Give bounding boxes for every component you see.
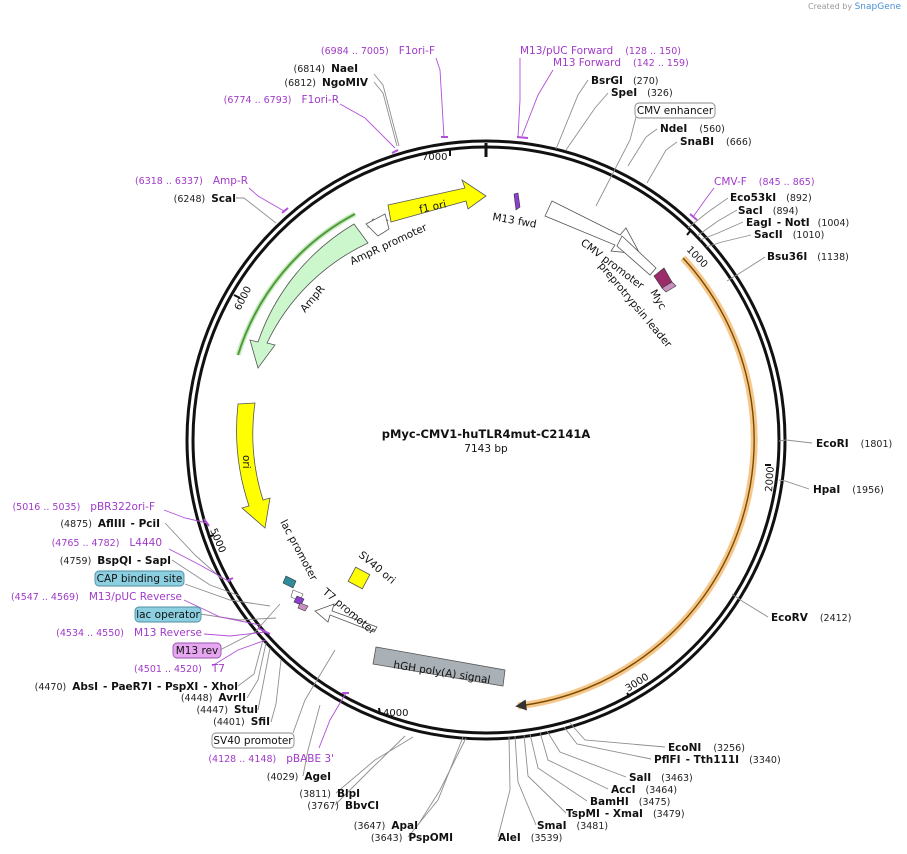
ampr-feature	[249, 223, 369, 369]
f1-ori-feature	[387, 178, 487, 223]
enzyme-ndei: NdeI(560)	[660, 123, 725, 135]
primer-m13-puc-forward: M13/pUC Forward(128 .. 150)	[520, 45, 681, 57]
enzyme-avrii: (4448)AvrII	[181, 692, 246, 704]
ori-feature	[236, 402, 271, 529]
enzyme-scai: (6248)ScaI	[174, 193, 236, 205]
primer-labels: (6984 .. 7005)F1ori-F (6774 .. 6793)F1or…	[11, 45, 815, 765]
m13-rev-box: M13 rev	[176, 645, 219, 657]
m13-fwd-label: M13 fwd	[491, 211, 537, 231]
enzyme-pspomi: (3643)PspOMI	[371, 832, 453, 844]
enzyme-tspmi-xmai: TspMI- XmaI(3479)	[566, 808, 685, 820]
enzyme-absi-xhoi: (4470)AbsI- PaeR7I- PspXI- XhoI	[35, 681, 238, 693]
enzyme-sali: SalI(3463)	[629, 772, 693, 784]
enzyme-eagi-noti: EagI- NotI(1004)	[746, 217, 849, 229]
enzyme-sacii: SacII(1010)	[754, 229, 824, 241]
enzyme-eco53ki: Eco53kI(892)	[730, 192, 812, 204]
enzyme-leader-lines	[164, 73, 813, 838]
lac-operator-box: lac operator	[136, 609, 200, 621]
enzyme-afliii-pcii: (4875)AflIII- PciI	[60, 518, 160, 530]
enzyme-spei: SpeI(326)	[611, 87, 673, 99]
primer-f1ori-f: (6984 .. 7005)F1ori-F	[321, 45, 435, 57]
enzyme-apai: (3647)ApaI	[354, 820, 418, 832]
primer-f1ori-r: (6774 .. 6793)F1ori-R	[224, 94, 339, 106]
ori-label: ori	[240, 455, 252, 469]
enzyme-ecorv: EcoRV(2412)	[771, 612, 851, 624]
sv40-promoter-box: SV40 promoter	[213, 735, 293, 747]
primer-m13-puc-reverse: (4547 .. 4569)M13/pUC Reverse	[11, 591, 182, 603]
primer-amp-r: (6318 .. 6337)Amp-R	[135, 175, 248, 187]
lac-promoter-label: lac promoter	[277, 518, 319, 584]
tick-4000: 4000	[383, 708, 408, 719]
enzyme-blpi: (3811)BlpI	[299, 788, 360, 800]
t7-promoter-feature	[314, 603, 378, 633]
enzyme-smai: SmaI(3481)	[537, 820, 608, 832]
enzyme-stui: (4447)StuI	[196, 704, 258, 716]
enzyme-ecori: EcoRI(1801)	[816, 438, 892, 450]
primer-cmv-f: CMV-F(845 .. 865)	[714, 176, 815, 188]
sv40-ori-feature	[347, 566, 371, 590]
enzyme-bamhi: BamHI(3475)	[590, 796, 670, 808]
primer-m13-forward: M13 Forward(142 .. 159)	[553, 57, 689, 69]
boxed-annotations: CMV enhancer CAP binding site lac operat…	[94, 102, 716, 749]
enzyme-alei: AleI(3539)	[498, 832, 562, 844]
boxed-leader-lines	[184, 116, 637, 734]
enzyme-acci: AccI(3464)	[611, 784, 677, 796]
m13-fwd-feature	[513, 192, 521, 211]
cmv-enhancer-box: CMV enhancer	[637, 105, 714, 117]
primer-l4440: (4765 .. 4782)L4440	[52, 537, 162, 549]
enzyme-snabi: SnaBI(666)	[680, 136, 752, 148]
enzyme-bsu36i: Bsu36I(1138)	[767, 251, 849, 263]
enzyme-bspqi-sapi: (4759)BspQI- SapI	[60, 555, 171, 567]
tick-7000: 7000	[422, 152, 447, 163]
enzyme-naei: (6814)NaeI	[294, 63, 359, 75]
enzyme-bbvci: (3767)BbvCI	[307, 800, 379, 812]
insert-arc	[517, 255, 758, 710]
tick-2000: 2000	[764, 466, 777, 492]
primer-t7: (4501 .. 4520)T7	[134, 663, 225, 675]
enzyme-ngomiv: (6812)NgoMIV	[284, 77, 368, 89]
primer-m13-reverse: (4534 .. 4550)M13 Reverse	[56, 627, 202, 639]
primer-pbr322ori-f: (5016 .. 5035)pBR322ori-F	[12, 501, 155, 513]
enzyme-bsrgi: BsrGI(270)	[591, 75, 659, 87]
enzyme-sfii: (4401)SfiI	[213, 716, 270, 728]
enzyme-labels: (6814)NaeI (6812)NgoMIV (6248)ScaI BsrGI…	[35, 63, 893, 844]
plasmid-name: pMyc-CMV1-huTLR4mut-C2141A	[382, 427, 591, 441]
enzyme-pflfi-tth111i: PflFI- Tth111I(3340)	[654, 754, 781, 766]
snapgene-credit: Created by SnapGene	[808, 2, 901, 12]
enzyme-agei: (4029)AgeI	[267, 771, 331, 783]
lac-promoter-feature	[282, 575, 297, 589]
enzyme-hpai: HpaI(1956)	[813, 484, 884, 496]
primer-leader-lines	[163, 57, 715, 749]
enzyme-econi: EcoNI(3256)	[668, 742, 745, 754]
primer-pbabe-3: (4128 .. 4148)pBABE 3'	[208, 753, 334, 765]
f1-ori-label: f1 ori	[418, 199, 447, 216]
plasmid-size: 7143 bp	[464, 443, 508, 455]
cap-binding-site-box: CAP binding site	[97, 573, 183, 585]
enzyme-saci: SacI(894)	[738, 205, 798, 217]
hgh-polya-feature	[372, 646, 506, 687]
